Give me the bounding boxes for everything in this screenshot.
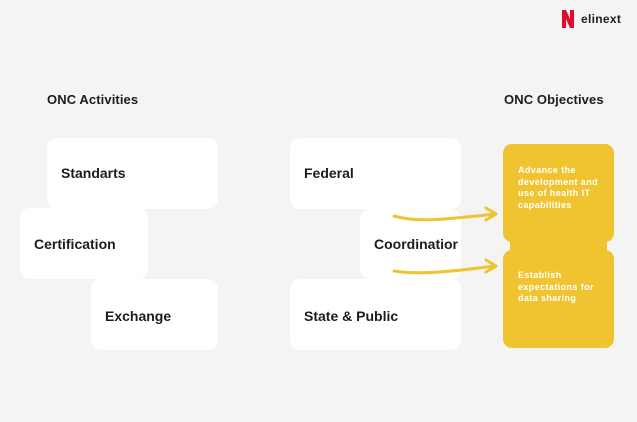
arrow-right-icon [392,206,498,222]
activity-tile-standarts [47,138,218,209]
partner-label-coordination: Coordinatior [374,236,458,252]
objective-box-1 [503,144,614,242]
partner-tile-state [290,279,461,350]
partner-label-federal: Federal [304,165,354,181]
brand-name: elinext [581,12,622,26]
objective-text-2: Establish expectations for data sharing [518,270,594,303]
partner-tile-federal [290,138,461,209]
activity-tile-certification [20,208,148,279]
objective-box-2 [503,250,614,348]
activities-heading: ONC Activities [47,92,139,107]
objective-text-1: Advance the development and use of healt… [518,165,599,210]
activity-label-standarts: Standarts [61,165,126,181]
partner-label-state: State & Public [304,308,399,324]
partner-tile-coordination [360,209,461,279]
activity-tile-exchange [91,279,218,350]
elinext-logo: elinext [561,9,621,29]
objectives-heading: ONC Objectives [504,92,604,107]
arrows-layer [392,206,498,275]
objective-connector [510,236,607,256]
activity-label-certification: Certification [34,236,116,252]
elinext-logo-icon [562,10,574,28]
activity-label-exchange: Exchange [105,308,172,324]
arrow-right-icon [392,258,498,275]
